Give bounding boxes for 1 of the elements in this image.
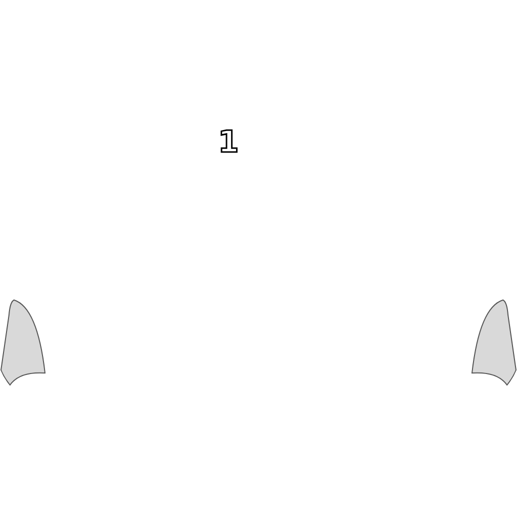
part-number: 1: [218, 128, 239, 158]
